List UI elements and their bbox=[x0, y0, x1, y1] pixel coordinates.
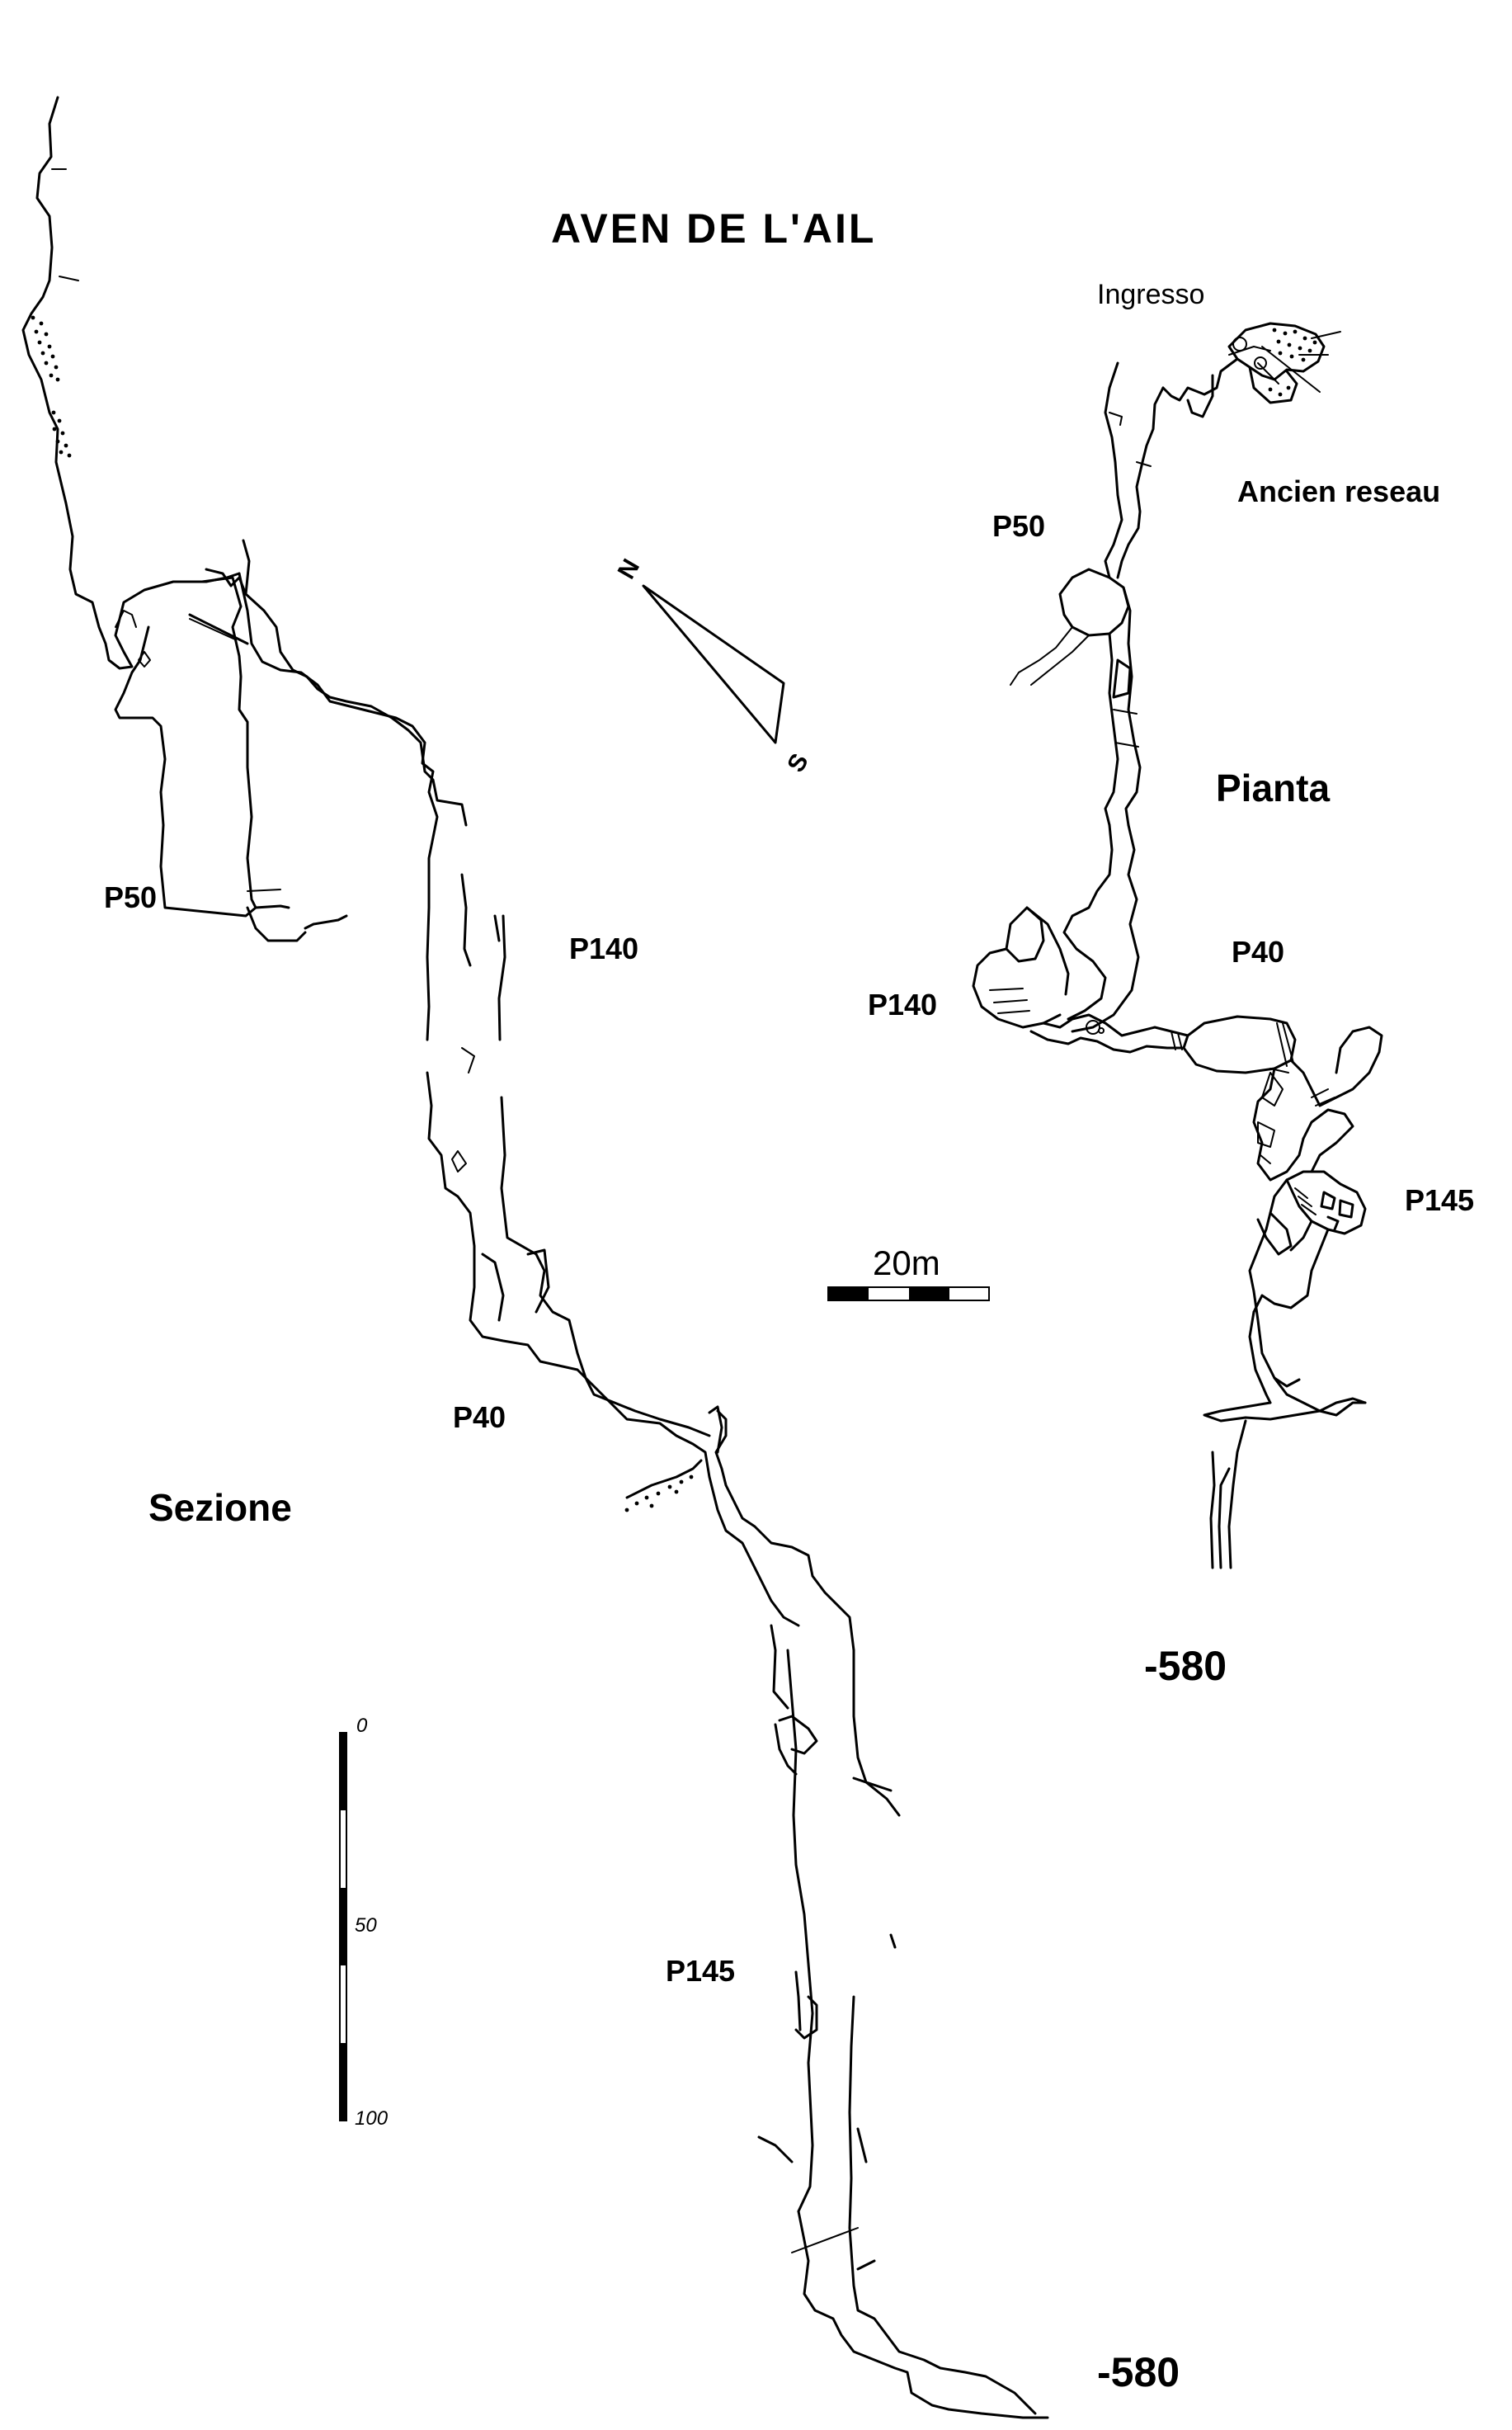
north-arrow bbox=[642, 584, 785, 744]
survey-title: AVEN DE L'AIL bbox=[551, 205, 877, 252]
section-pitch-label-p40: P40 bbox=[453, 1400, 506, 1434]
section-depth-label: -580 bbox=[1097, 2349, 1180, 2395]
plan-old-network-label: Ancien reseau bbox=[1237, 474, 1441, 508]
plan-p40-chamber bbox=[1182, 1015, 1297, 1074]
section-right-wall bbox=[242, 539, 468, 827]
plan-scale-label: 20m bbox=[873, 1243, 940, 1282]
section-left-wall bbox=[21, 96, 241, 670]
vertical-scale-tick-100: 100 bbox=[355, 2107, 389, 2130]
plan-entrance-label: Ingresso bbox=[1097, 279, 1205, 310]
section-pitch-label-p140: P140 bbox=[569, 932, 639, 965]
section-pitch-label-p145: P145 bbox=[666, 1954, 736, 1988]
plan-pitch-label-p40: P40 bbox=[1232, 935, 1285, 969]
plan-pitch-label-p140: P140 bbox=[868, 988, 938, 1022]
plan-pitch-label-p145: P145 bbox=[1405, 1183, 1475, 1217]
section-p50-shaft bbox=[114, 625, 290, 918]
plan-p145-chamber bbox=[1285, 1170, 1367, 1235]
plan-pitch-label-p50: P50 bbox=[992, 509, 1046, 543]
plan-map bbox=[972, 322, 1383, 1569]
vertical-scale-tick-50: 50 bbox=[355, 1914, 377, 1937]
section-view-label: Sezione bbox=[148, 1486, 292, 1529]
plan-entrance-area bbox=[1227, 322, 1326, 381]
plan-p140-chamber bbox=[1005, 906, 1045, 963]
plan-scale-bar bbox=[827, 1286, 990, 1301]
plan-view-label: Pianta bbox=[1216, 767, 1331, 809]
section-pitch-label-p50: P50 bbox=[104, 880, 158, 914]
plan-p50-chamber bbox=[1058, 568, 1130, 637]
section-vertical-scale bbox=[339, 1732, 347, 2121]
vertical-scale-tick-0: 0 bbox=[356, 1715, 368, 1737]
plan-depth-label: -580 bbox=[1144, 1643, 1227, 1689]
section-profile bbox=[21, 96, 1049, 2419]
